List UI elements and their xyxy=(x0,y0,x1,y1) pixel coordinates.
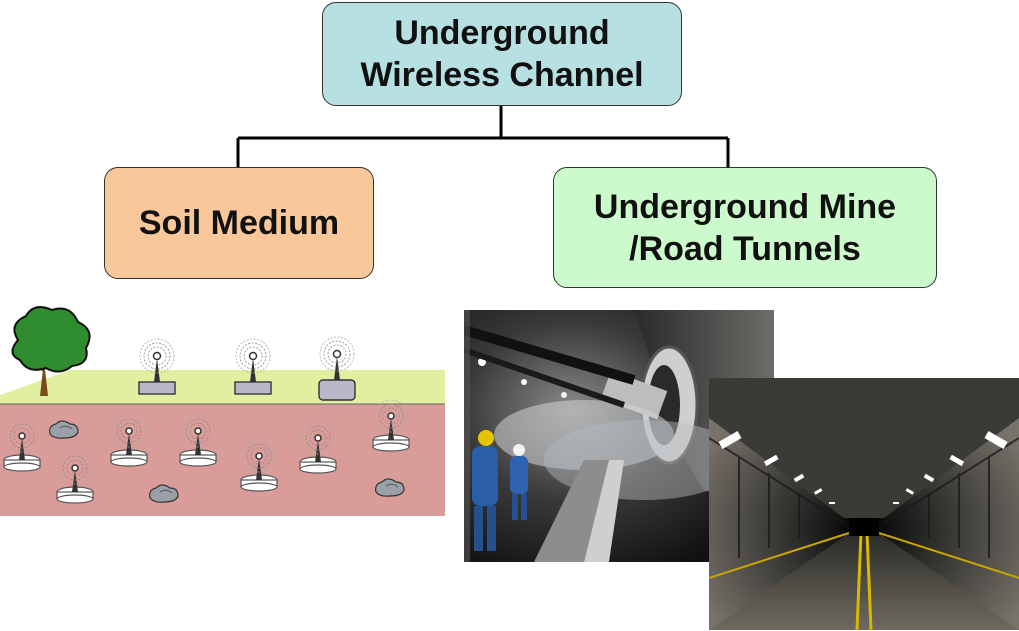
node-soil-medium-label: Soil Medium xyxy=(138,204,340,242)
root-node-line2: Wireless Channel xyxy=(360,56,644,94)
soil-medium-illustration xyxy=(0,306,445,516)
tree-icon xyxy=(11,306,91,396)
antenna-sensor-icon xyxy=(234,338,272,395)
antenna-sensor-icon xyxy=(138,338,176,395)
miner-figure xyxy=(472,430,498,551)
road-tunnel-photo xyxy=(709,378,1019,630)
node-mine-line1: Underground Mine xyxy=(593,187,897,226)
node-soil-medium: Soil Medium xyxy=(104,167,374,279)
node-underground-mine-road-tunnels: Underground Mine /Road Tunnels xyxy=(553,167,937,288)
miner-figure xyxy=(510,444,528,520)
node-mine-line2: /Road Tunnels xyxy=(629,229,861,268)
root-node-line1: Underground xyxy=(394,14,610,52)
antenna-sensor-icon xyxy=(318,336,356,401)
underground-mine-photo xyxy=(464,310,774,562)
grass-layer xyxy=(0,370,445,404)
root-node-underground-wireless-channel: Underground Wireless Channel xyxy=(322,2,682,106)
